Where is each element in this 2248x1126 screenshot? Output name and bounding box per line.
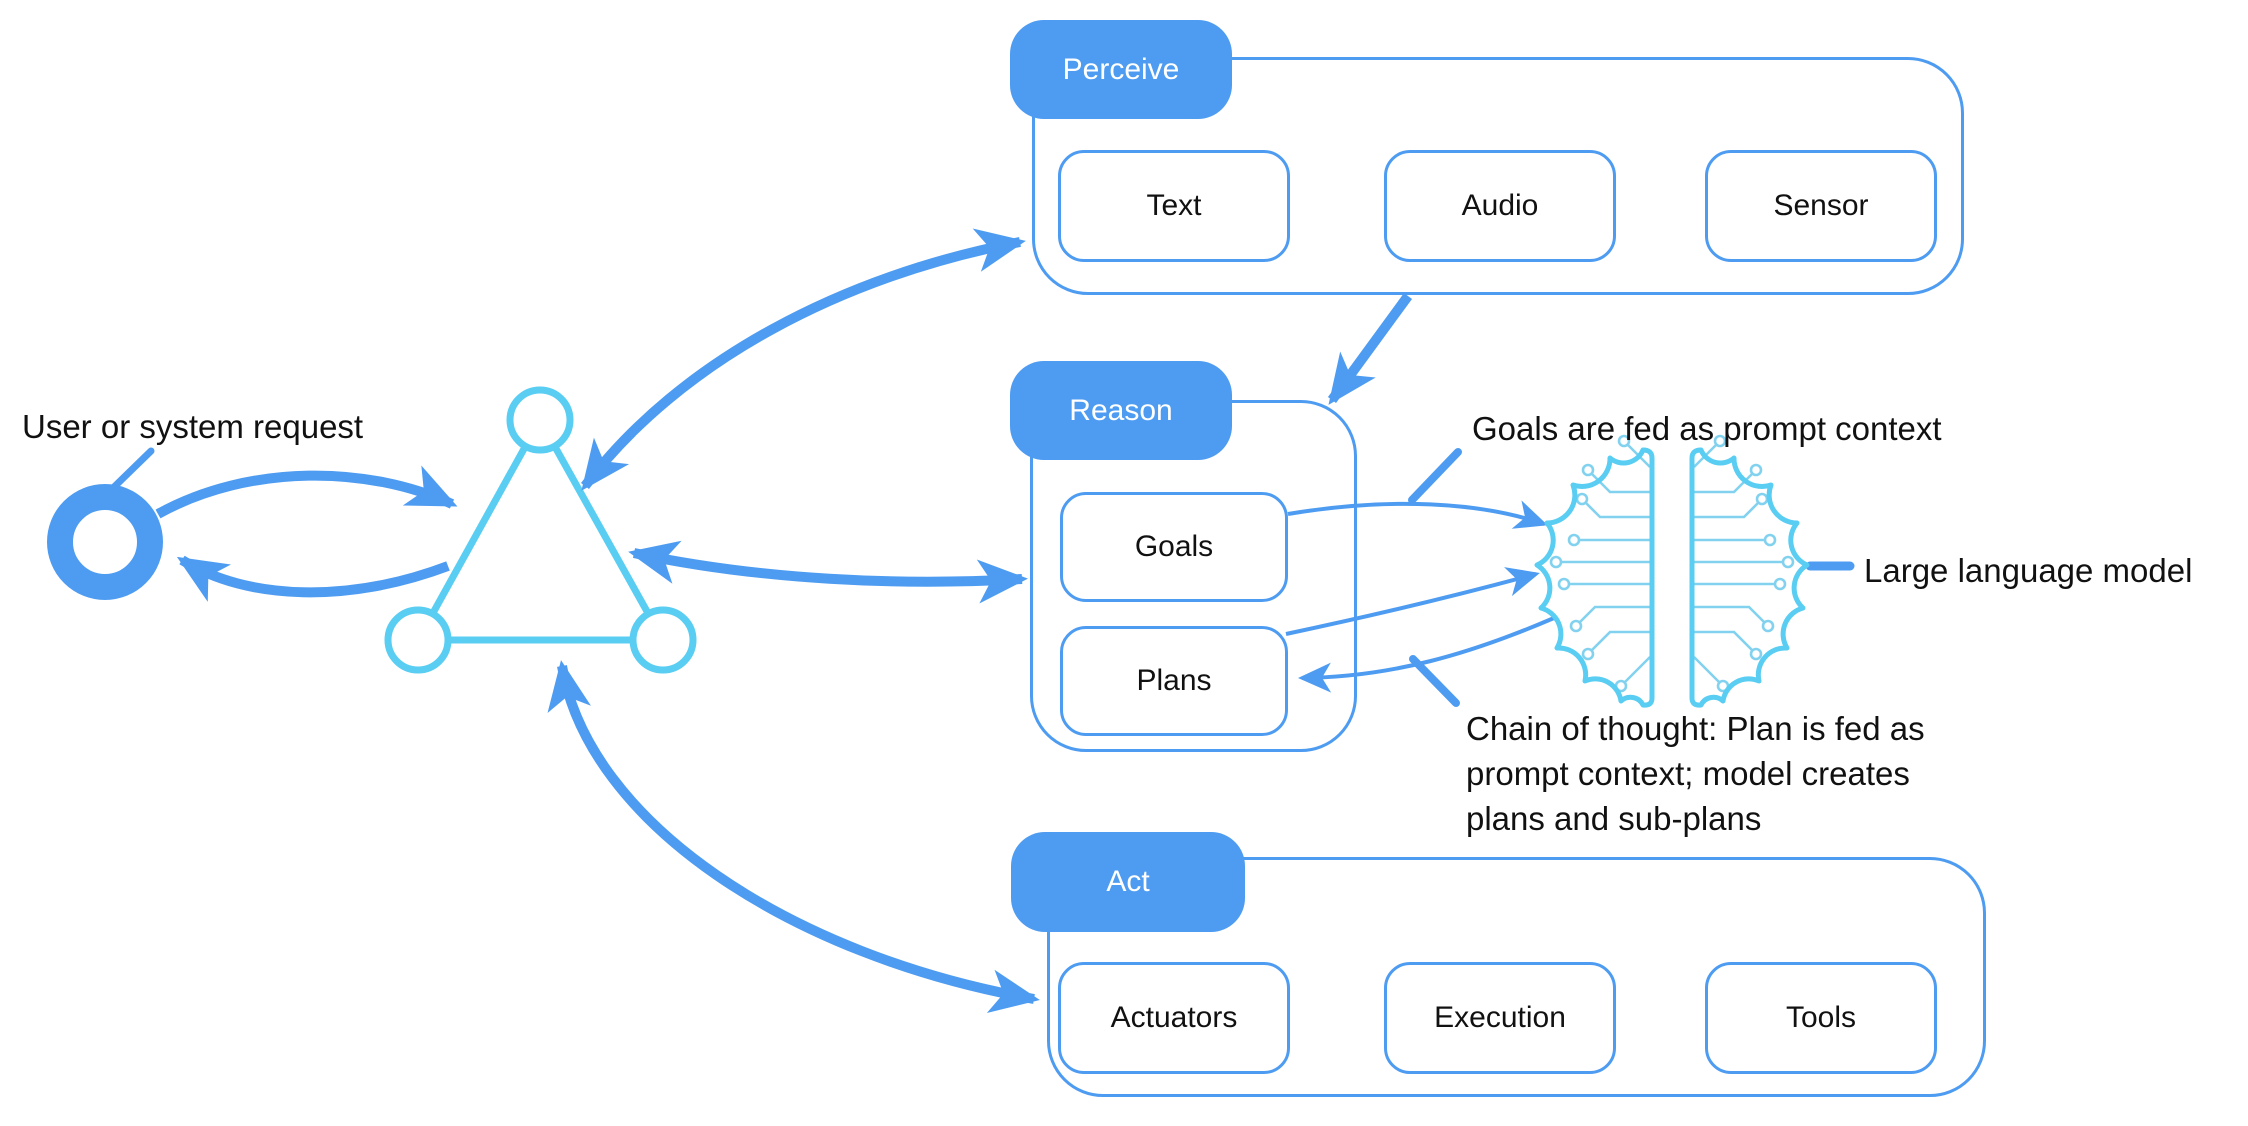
reason-tag: Reason (1010, 361, 1232, 460)
cot-note-line-3: plans and sub-plans (1466, 800, 1762, 837)
act-item-execution: Execution (1384, 962, 1616, 1074)
perceive-item-text: Text (1058, 150, 1290, 262)
perceive-tag: Perceive (1010, 20, 1232, 119)
perceive-item-sensor: Sensor (1705, 150, 1937, 262)
cot-note-line-2: prompt context; model creates (1466, 755, 1910, 792)
agent-triangle-icon (384, 386, 697, 674)
perceive-to-reason-arrow (1327, 293, 1413, 405)
user-to-agent-arrow (155, 465, 458, 519)
agent-perceive-arrow (581, 228, 1026, 491)
llm-label: Large language model (1864, 552, 2193, 589)
goals-note-label: Goals are fed as prompt context (1472, 410, 1942, 447)
perceive-item-audio: Audio (1384, 150, 1616, 262)
act-tag: Act (1011, 832, 1245, 932)
agent-reason-arrow (628, 540, 1028, 604)
act-item-tools: Tools (1705, 962, 1937, 1074)
user-request-leader-line (108, 447, 155, 493)
cot-note-leader-line (1409, 655, 1460, 707)
user-request-circle-icon (47, 484, 163, 600)
cot-note-line-1: Chain of thought: Plan is fed as (1466, 710, 1925, 747)
agent-act-arrow (547, 660, 1040, 1014)
user-request-label: User or system request (22, 408, 364, 445)
cot-note-label: Chain of thought: Plan is fed as prompt … (1466, 706, 1925, 841)
reason-item-goals: Goals (1060, 492, 1288, 602)
act-item-actuators: Actuators (1058, 962, 1290, 1074)
reason-item-plans: Plans (1060, 626, 1288, 736)
goals-note-leader-line (1408, 448, 1462, 504)
llm-brain-icon (1534, 434, 1810, 708)
agent-to-user-arrow (176, 555, 450, 602)
